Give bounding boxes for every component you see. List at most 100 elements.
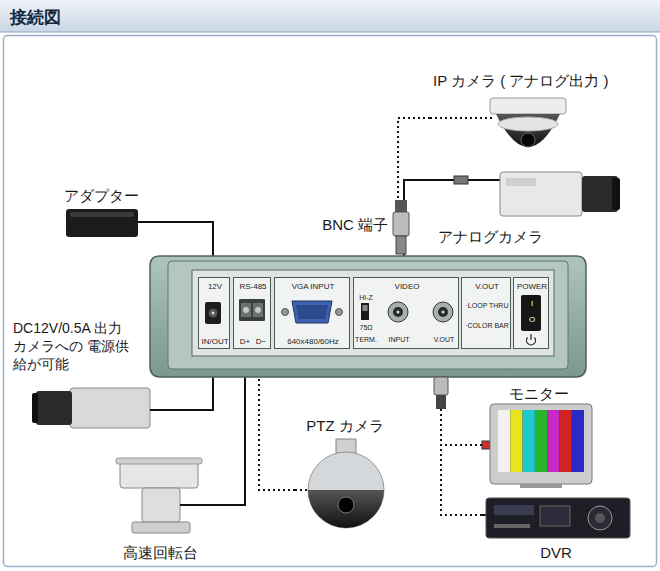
monitor xyxy=(547,410,559,472)
pan-tilt-head xyxy=(132,522,190,533)
dvr xyxy=(486,498,630,538)
analog-camera xyxy=(612,178,620,210)
ptz-camera xyxy=(336,439,356,453)
dvr-node: DVR xyxy=(480,493,632,563)
tester-housing xyxy=(198,277,230,349)
power-switch xyxy=(521,295,541,331)
panel-label: ·LOOP THRU xyxy=(466,302,509,309)
power-switch xyxy=(521,295,541,345)
analog-camera xyxy=(500,172,582,216)
monitor xyxy=(572,410,584,472)
ptz-camera xyxy=(295,489,308,491)
pan-tilt-node: 高速回転台 xyxy=(110,455,210,563)
device-label: PTZ カメラ xyxy=(306,416,384,436)
pan-tilt-head xyxy=(142,488,180,522)
rs485-terminal xyxy=(239,299,265,321)
tester-housing xyxy=(150,256,586,377)
box-camera xyxy=(32,393,38,423)
bnc-plug xyxy=(395,200,407,212)
rs485-terminal xyxy=(239,299,265,321)
panel-label: V.OUT xyxy=(475,283,499,291)
bnc-plug xyxy=(434,377,448,409)
panel-label: 75Ω xyxy=(359,324,372,331)
monitor xyxy=(498,410,584,472)
ip-dome-camera xyxy=(496,114,560,147)
dvr xyxy=(494,505,534,515)
title-band-rule xyxy=(0,32,660,33)
monitor xyxy=(523,410,535,472)
analog-camera xyxy=(506,178,536,186)
monitor xyxy=(480,404,592,488)
power-panel: POWERIO xyxy=(513,277,549,349)
vout-panel: V.OUT·LOOP THRU·COLOR BAR xyxy=(461,277,511,349)
monitor xyxy=(560,410,572,472)
rs485-panel: RS-485D+ D− xyxy=(233,277,271,349)
diagram-title: 接続図 xyxy=(10,6,61,29)
power-input-panel: 12VIN/OUT xyxy=(198,277,230,349)
ip-dome-camera xyxy=(490,98,566,114)
monitor xyxy=(520,484,562,488)
connector-label: BNC 端子 xyxy=(322,216,388,235)
bnc-jack xyxy=(438,307,448,317)
dc-jack xyxy=(205,302,221,324)
ptz-camera-node: PTZ カメラ xyxy=(295,415,395,537)
bnc-jack xyxy=(388,302,408,322)
monitor xyxy=(498,410,510,472)
dc-jack xyxy=(205,302,221,324)
rs485-terminal xyxy=(241,303,251,317)
tester-housing xyxy=(150,256,586,377)
box-camera xyxy=(32,388,165,428)
bnc-plug xyxy=(434,377,448,395)
monitor xyxy=(535,410,547,472)
ac-adapter xyxy=(138,221,147,223)
box-camera xyxy=(70,388,150,428)
panel-label: VIDEO xyxy=(395,283,420,291)
monitor xyxy=(482,441,490,449)
rs485-terminal xyxy=(243,307,249,313)
ptz-camera xyxy=(338,497,354,513)
monitor-node: モニター xyxy=(480,383,598,488)
tester-housing xyxy=(168,261,568,369)
bnc-jack xyxy=(433,302,453,322)
tester-housing xyxy=(274,277,350,349)
panel-label: POWER xyxy=(517,283,547,291)
pan-tilt-head xyxy=(120,462,198,488)
bnc-plug xyxy=(396,236,406,254)
device-label: アナログカメラ xyxy=(438,227,543,247)
bnc-plug xyxy=(393,212,409,236)
termination-switch xyxy=(361,303,369,320)
power-switch xyxy=(530,334,531,340)
ip-dome-camera xyxy=(430,98,566,147)
panel-label: IN/OUT xyxy=(201,338,228,346)
panel-label: D− xyxy=(256,338,266,346)
panel-label: V.OUT xyxy=(434,336,455,343)
device-label: DVR xyxy=(540,543,572,563)
panel-label: RS-485 xyxy=(239,283,266,291)
analog-camera xyxy=(454,176,468,184)
panel-label: D+ xyxy=(240,338,250,346)
ip-camera-node: IP カメラ ( アナログ出力 ) xyxy=(430,70,635,170)
dvr xyxy=(540,506,570,526)
vga-connector xyxy=(282,301,343,323)
pan-tilt-head xyxy=(116,458,210,533)
termination-switch xyxy=(361,303,369,320)
dc-jack xyxy=(212,312,215,315)
box-camera xyxy=(36,391,72,425)
adapter-node: アダプター xyxy=(55,185,147,242)
ac-adapter xyxy=(66,209,138,237)
tester-housing xyxy=(513,277,549,349)
vga-connector xyxy=(292,301,332,323)
vga-connector xyxy=(282,309,289,316)
title-band xyxy=(0,0,660,32)
pan-tilt-head xyxy=(116,458,202,464)
panel-label: HI-Z xyxy=(359,294,373,301)
outer-frame xyxy=(4,36,657,567)
analog-camera-node: アナログカメラ xyxy=(435,165,625,247)
vga-connector xyxy=(296,305,328,319)
bnc-plug xyxy=(393,200,409,254)
pan-tilt-head xyxy=(180,504,210,506)
monitor xyxy=(490,404,592,484)
tester-housing xyxy=(461,277,511,349)
